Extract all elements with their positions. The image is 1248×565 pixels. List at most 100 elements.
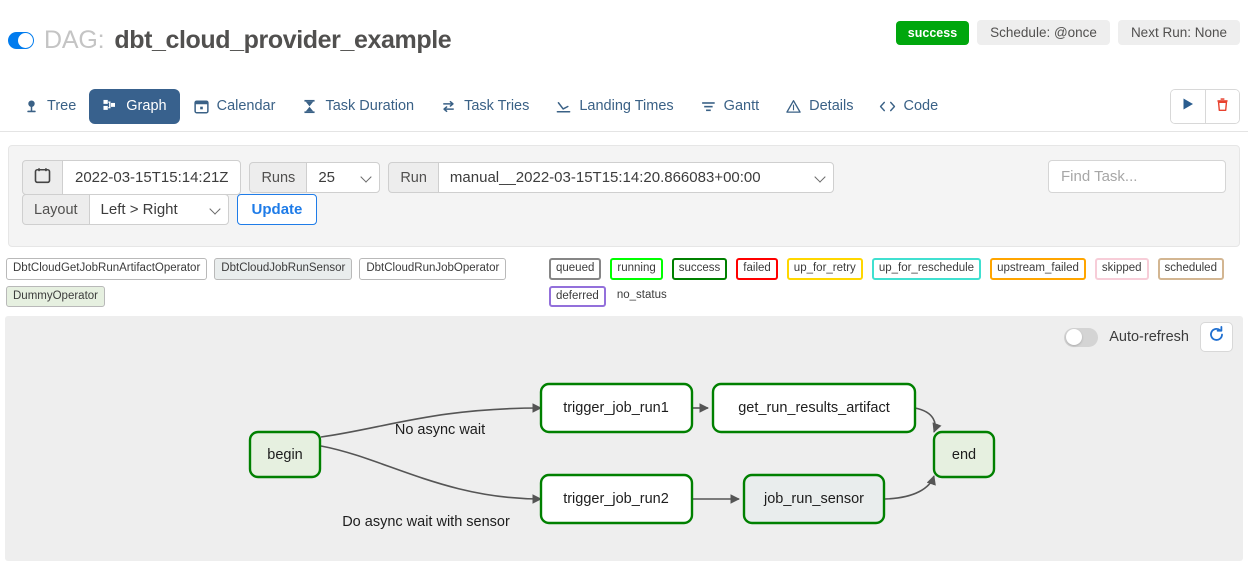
- tab-list: Tree Graph Calendar Task Duration: [10, 80, 951, 132]
- node-box: [932, 430, 996, 479]
- legend-operator-chip[interactable]: DbtCloudJobRunSensor: [214, 258, 353, 280]
- edge-get-run-results-artifact-to-end: [914, 407, 942, 433]
- tab-label: Landing Times: [579, 98, 674, 114]
- dag-graph-canvas[interactable]: No async wait Do async wait with sensor …: [5, 316, 1243, 561]
- tab-label: Task Duration: [325, 98, 415, 114]
- dag-control-bar: 2022-03-15T15:14:21Z Runs 25 Run manual_…: [8, 145, 1240, 247]
- trigger-dag-button[interactable]: [1171, 90, 1205, 123]
- next-run-badge: Next Run: None: [1117, 20, 1240, 45]
- tab-code[interactable]: Code: [866, 89, 951, 124]
- delete-dag-button[interactable]: [1205, 90, 1239, 123]
- tab-tree[interactable]: Tree: [10, 89, 89, 124]
- node-label: end: [952, 447, 976, 463]
- runs-label: Runs: [249, 162, 308, 193]
- dag-label: DAG:: [44, 26, 105, 54]
- dag-tab-bar: Tree Graph Calendar Task Duration: [0, 80, 1248, 132]
- node-box: [248, 430, 322, 479]
- dag-action-buttons: [1170, 89, 1240, 124]
- run-label: Run: [388, 162, 439, 193]
- header-badges: success Schedule: @once Next Run: None: [895, 20, 1240, 45]
- tab-label: Tree: [47, 98, 77, 114]
- legend-operator-chip[interactable]: DummyOperator: [6, 285, 105, 307]
- legend-status-scheduled[interactable]: scheduled: [1157, 258, 1224, 280]
- legend-status-queued[interactable]: queued: [549, 258, 602, 280]
- node-label: job_run_sensor: [763, 491, 864, 507]
- layout-select[interactable]: Left > Right: [88, 194, 229, 225]
- node-label: trigger_job_run2: [563, 491, 669, 507]
- trash-icon: [1215, 97, 1230, 117]
- run-select[interactable]: manual__2022-03-15T15:14:20.866083+00:00: [437, 162, 834, 193]
- triangle-alert-icon: [785, 98, 802, 115]
- edge-job-run-sensor-to-end: [884, 475, 936, 500]
- status-badge: success: [895, 20, 970, 45]
- node-box: [539, 473, 694, 525]
- dag-pause-toggle[interactable]: [8, 32, 34, 49]
- auto-refresh-label: Auto-refresh: [1109, 329, 1189, 345]
- legend-status-up-for-reschedule[interactable]: up_for_reschedule: [871, 258, 982, 280]
- legend-operator-chip[interactable]: DbtCloudRunJobOperator: [359, 258, 507, 280]
- node-label: trigger_job_run1: [563, 400, 669, 416]
- node-end[interactable]: end: [932, 430, 996, 479]
- legend-status-no-status[interactable]: no_status: [616, 288, 667, 301]
- tab-details[interactable]: Details: [772, 89, 866, 124]
- node-box: [711, 382, 917, 434]
- graph-edge-labels: No async wait Do async wait with sensor: [342, 422, 510, 530]
- dag-name: dbt_cloud_provider_example: [114, 26, 452, 54]
- edge-begin-to-trigger-job-run1: [320, 403, 542, 438]
- edge-label: No async wait: [395, 422, 485, 438]
- tab-task-duration[interactable]: Task Duration: [288, 89, 427, 124]
- node-box: [742, 473, 886, 525]
- node-label: begin: [267, 447, 302, 463]
- legend-status-deferred[interactable]: deferred: [549, 285, 606, 307]
- tab-calendar[interactable]: Calendar: [180, 89, 289, 124]
- page-header: DAG: dbt_cloud_provider_example success …: [0, 0, 1248, 72]
- legend-status-running[interactable]: running: [610, 258, 663, 280]
- refresh-icon: [1208, 326, 1225, 348]
- code-brackets-icon: [879, 98, 896, 115]
- tab-graph[interactable]: Graph: [89, 88, 180, 124]
- node-box: [539, 382, 694, 434]
- layout-group: Layout Left > Right: [22, 194, 229, 225]
- tab-landing-times[interactable]: Landing Times: [542, 89, 686, 124]
- node-get-run-results-artifact[interactable]: get_run_results_artifact: [711, 382, 917, 434]
- node-label: get_run_results_artifact: [738, 400, 890, 416]
- layout-label: Layout: [22, 194, 90, 225]
- calendar-icon: [34, 167, 51, 188]
- legend-status-skipped[interactable]: skipped: [1094, 258, 1149, 280]
- auto-refresh-toggle[interactable]: [1064, 327, 1099, 347]
- graph-toolbar: Auto-refresh: [1064, 322, 1233, 352]
- tab-label: Details: [809, 98, 854, 114]
- tab-label: Code: [903, 98, 939, 114]
- node-trigger-job-run1[interactable]: trigger_job_run1: [539, 382, 694, 434]
- node-begin[interactable]: begin: [248, 430, 322, 479]
- calendar-picker-button[interactable]: [22, 160, 63, 195]
- calendar-icon: [193, 98, 210, 115]
- find-task-input[interactable]: Find Task...: [1048, 160, 1226, 193]
- control-row-secondary: Layout Left > Right Update: [22, 194, 318, 225]
- node-job-run-sensor[interactable]: job_run_sensor: [742, 473, 886, 525]
- refresh-button[interactable]: [1200, 322, 1233, 352]
- tab-gantt[interactable]: Gantt: [687, 89, 772, 124]
- tab-label: Graph: [126, 98, 167, 114]
- update-button[interactable]: Update: [236, 194, 318, 225]
- legend-status-up-for-retry[interactable]: up_for_retry: [786, 258, 863, 280]
- dag-title: DAG: dbt_cloud_provider_example: [8, 26, 452, 55]
- runs-group: Runs 25: [249, 162, 381, 193]
- legend-status-failed[interactable]: failed: [736, 258, 778, 280]
- graph-edges: [320, 403, 942, 504]
- legend-status-success[interactable]: success: [671, 258, 728, 280]
- runs-select[interactable]: 25: [306, 162, 381, 193]
- graph-nodes: begin trigger_job_run1 get_run_results_a…: [248, 382, 996, 525]
- legend-status-upstream-failed[interactable]: upstream_failed: [990, 258, 1086, 280]
- gantt-icon: [700, 98, 717, 115]
- execution-date-input[interactable]: 2022-03-15T15:14:21Z: [62, 160, 242, 195]
- graph-icon: [102, 98, 119, 115]
- node-trigger-job-run2[interactable]: trigger_job_run2: [539, 473, 694, 525]
- tab-task-tries[interactable]: Task Tries: [427, 89, 542, 124]
- hourglass-icon: [301, 98, 318, 115]
- schedule-badge: Schedule: @once: [977, 20, 1110, 45]
- legend-operator-chip[interactable]: DbtCloudGetJobRunArtifactOperator: [6, 258, 208, 280]
- retry-icon: [440, 98, 457, 115]
- tab-label: Calendar: [216, 98, 276, 114]
